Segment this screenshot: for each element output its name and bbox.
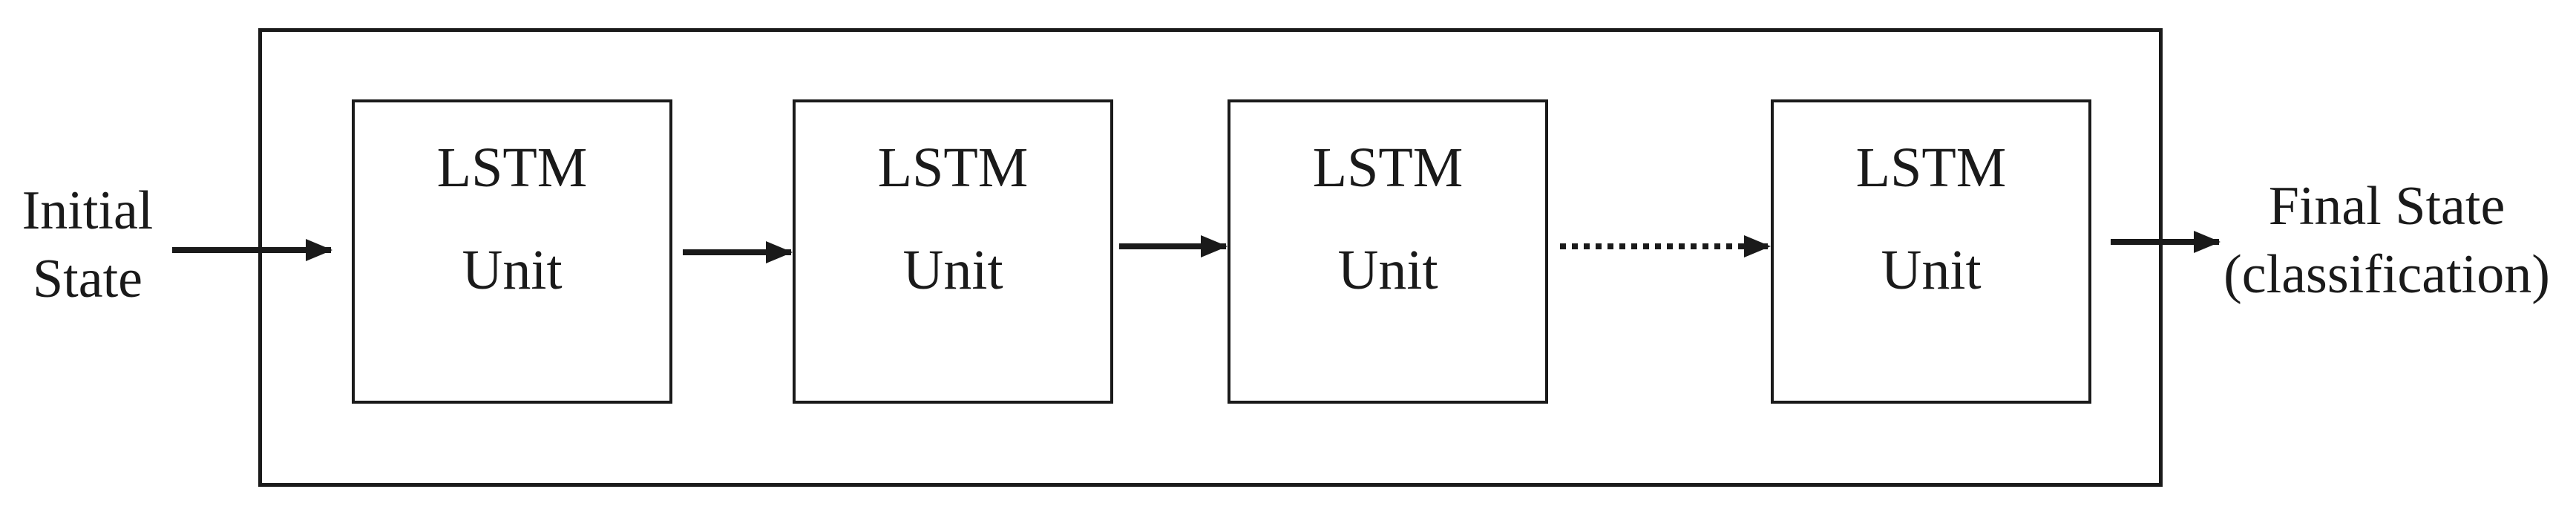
lstm-unit-4: LSTM Unit bbox=[1771, 99, 2091, 404]
lstm-unit-1: LSTM Unit bbox=[352, 99, 672, 404]
unit-subtitle: Unit bbox=[902, 239, 1003, 301]
unit-title: LSTM bbox=[1312, 137, 1464, 199]
unit-title: LSTM bbox=[436, 137, 588, 199]
lstm-network-frame bbox=[258, 28, 2163, 487]
input-label-line-2: State bbox=[33, 249, 142, 309]
input-label-line-1: Initial bbox=[22, 180, 154, 241]
lstm-unit-2: LSTM Unit bbox=[793, 99, 1113, 404]
output-label-line-1: Final State bbox=[2268, 176, 2505, 237]
unit-subtitle: Unit bbox=[462, 239, 563, 301]
unit-subtitle: Unit bbox=[1881, 239, 1982, 301]
unit-subtitle: Unit bbox=[1337, 239, 1438, 301]
unit-title: LSTM bbox=[1855, 137, 2007, 199]
output-label: Final State (classification) bbox=[2209, 172, 2565, 309]
input-label: Initial State bbox=[13, 177, 162, 313]
lstm-unit-3: LSTM Unit bbox=[1228, 99, 1548, 404]
output-label-line-2: (classification) bbox=[2223, 244, 2550, 305]
unit-title: LSTM bbox=[877, 137, 1029, 199]
